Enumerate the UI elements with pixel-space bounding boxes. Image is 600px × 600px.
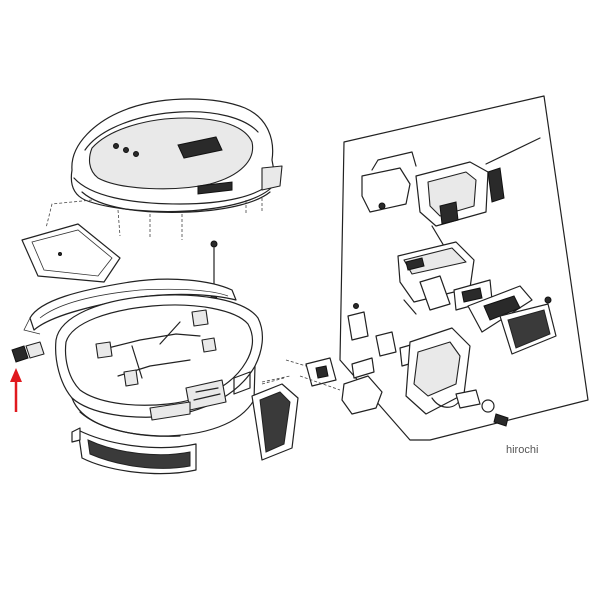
rear-reflector-panel — [71, 427, 197, 475]
top-case-base — [55, 294, 264, 437]
inner-lid-tray — [21, 223, 121, 283]
side-reflector-panel — [251, 375, 299, 461]
highlight-arrow — [10, 368, 22, 412]
top-case-lid — [45, 98, 283, 240]
watermark-text: hirochi — [506, 444, 539, 456]
seal-gasket — [23, 278, 237, 335]
lock-assembly-exploded — [261, 95, 589, 441]
hinge-clip — [11, 341, 45, 363]
lid-logo-badge — [177, 136, 223, 159]
